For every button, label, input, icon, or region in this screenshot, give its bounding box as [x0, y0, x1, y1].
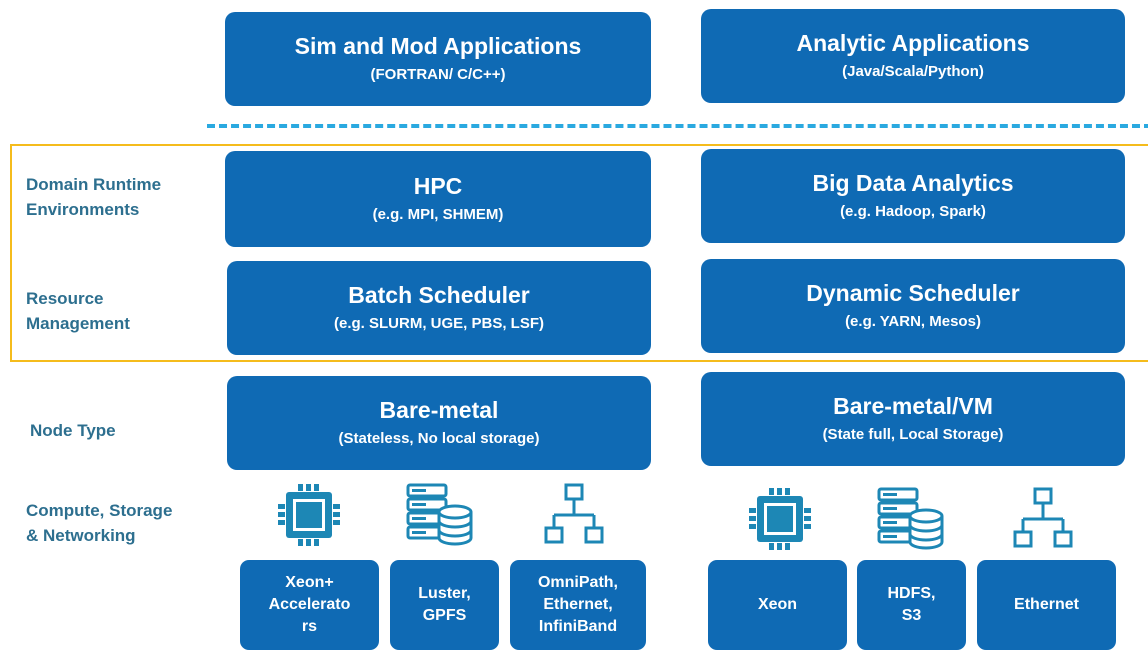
label-compute-storage-networking: Compute, Storage & Networking [26, 498, 172, 548]
luster-gpfs-box: Luster, GPFS [390, 560, 499, 650]
label-resource-management: Resource Management [26, 286, 130, 336]
sim-mod-applications-box: Sim and Mod Applications (FORTRAN/ C/C++… [225, 12, 651, 106]
label-domain-runtime: Domain Runtime Environments [26, 172, 161, 222]
box-line: S3 [901, 607, 922, 624]
omnipath-ethernet-infiniband-box: OmniPath, Ethernet, InfiniBand [510, 560, 646, 650]
box-line: Ethernet, [543, 596, 613, 613]
box-title: Bare-metal/VM [833, 393, 993, 419]
box-title: Analytic Applications [796, 30, 1030, 56]
label-line: Node Type [30, 421, 116, 440]
box-line: Luster, [418, 585, 471, 602]
box-title: Big Data Analytics [812, 170, 1014, 196]
storage-icon [877, 487, 944, 550]
box-subtitle: (FORTRAN/ C/C++) [370, 66, 506, 83]
storage-icon [406, 483, 473, 546]
box-title: HPC [413, 173, 463, 199]
box-title: Dynamic Scheduler [806, 280, 1020, 306]
analytic-applications-box: Analytic Applications (Java/Scala/Python… [701, 9, 1125, 103]
hdfs-s3-box: HDFS, S3 [857, 560, 966, 650]
box-subtitle: (Stateless, No local storage) [338, 430, 540, 447]
ethernet-box: Ethernet [977, 560, 1116, 650]
bare-metal-box: Bare-metal (Stateless, No local storage) [227, 376, 651, 470]
network-icon [544, 483, 604, 544]
box-subtitle: (e.g. MPI, SHMEM) [372, 206, 504, 223]
label-line: Management [26, 314, 130, 333]
big-data-analytics-box: Big Data Analytics (e.g. Hadoop, Spark) [701, 149, 1125, 243]
box-line: Ethernet [1014, 596, 1079, 613]
dynamic-scheduler-box: Dynamic Scheduler (e.g. YARN, Mesos) [701, 259, 1125, 353]
hpc-box: HPC (e.g. MPI, SHMEM) [225, 151, 651, 247]
box-title: Bare-metal [379, 397, 499, 423]
box-subtitle: (State full, Local Storage) [822, 426, 1004, 443]
batch-scheduler-box: Batch Scheduler (e.g. SLURM, UGE, PBS, L… [227, 261, 651, 355]
box-line: Xeon+ [285, 574, 334, 591]
box-line: Xeon [757, 596, 798, 613]
xeon-box: Xeon [708, 560, 847, 650]
box-line: InfiniBand [538, 618, 618, 635]
bare-metal-vm-box: Bare-metal/VM (State full, Local Storage… [701, 372, 1125, 466]
box-line: rs [301, 618, 318, 635]
label-line: & Networking [26, 526, 136, 545]
box-subtitle: (Java/Scala/Python) [842, 63, 984, 80]
network-icon [1013, 487, 1073, 548]
box-subtitle: (e.g. Hadoop, Spark) [840, 203, 986, 220]
box-line: OmniPath, [537, 574, 618, 591]
highlight-frame [10, 144, 1148, 362]
box-line: GPFS [422, 607, 467, 624]
box-title: Batch Scheduler [348, 282, 530, 308]
box-line: HDFS, [887, 585, 936, 602]
label-node-type: Node Type [30, 418, 116, 443]
box-subtitle: (e.g. YARN, Mesos) [845, 313, 981, 330]
label-line: Domain Runtime [26, 175, 162, 194]
cpu-icon [749, 488, 811, 550]
divider-dashed-line [207, 124, 1148, 128]
cpu-icon [278, 484, 340, 546]
box-title: Sim and Mod Applications [294, 33, 582, 59]
label-line: Resource [26, 289, 104, 308]
box-line: Accelerato [268, 596, 351, 613]
box-subtitle: (e.g. SLURM, UGE, PBS, LSF) [333, 315, 544, 332]
label-line: Environments [26, 200, 140, 219]
label-line: Compute, Storage [26, 501, 173, 520]
xeon-accelerators-box: Xeon+ Accelerato rs [240, 560, 379, 650]
